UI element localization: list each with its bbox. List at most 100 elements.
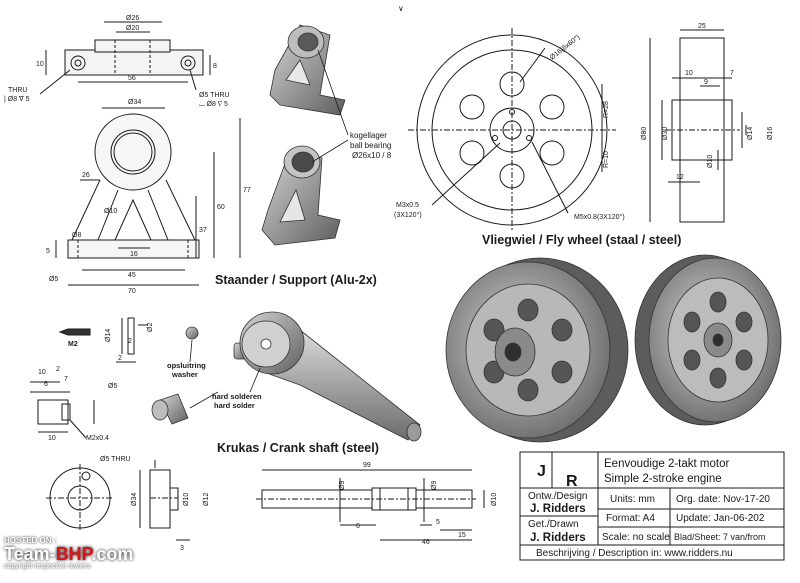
dim-fw-m3: M3x0.5 — [396, 202, 419, 209]
dim-d34: Ø34 — [128, 99, 141, 106]
dim-h77: 77 — [243, 187, 251, 194]
dim-crank-h2b: 2 — [118, 355, 122, 362]
flywheel-render-left — [445, 257, 629, 443]
dim-crank-h10: 10 — [38, 369, 46, 376]
dim-h5: 5 — [46, 248, 50, 255]
dim-fw-w10: 10 — [685, 70, 693, 77]
org-date: Org. date: Nov-17-20 — [676, 494, 770, 505]
dim-h8: 8 — [213, 63, 217, 70]
watermark-brand-b: BHP — [55, 544, 92, 564]
dim-crank-m2x04: M2x0.4 — [86, 435, 109, 442]
dim-fw-w7: 7 — [730, 70, 734, 77]
dim-fw-m3b: (3X120°) — [394, 211, 422, 219]
washer-label-nl: opsluitring — [167, 361, 206, 370]
dim-fw-w9: 9 — [704, 79, 708, 86]
support-top-view — [39, 21, 211, 95]
dim-shaft-d9: Ø9 — [339, 481, 346, 490]
dim-fw-r28: R=28 — [603, 101, 610, 118]
crankshaft-title: Krukas / Crank shaft (steel) — [217, 441, 379, 455]
support-render-top — [269, 24, 346, 116]
dim-shaft-w5: 5 — [436, 519, 440, 526]
support-front-view — [55, 107, 241, 286]
dim-fw-r10: R=10 — [603, 151, 610, 168]
crank-leaders — [189, 339, 261, 409]
dim-crank-2: 2 — [56, 366, 60, 373]
watermark-copyright: copyright respective owners — [4, 563, 91, 570]
sheet-top-mark: ∨ — [398, 4, 404, 13]
dim-thru-b: | Ø8 ∇ 5 — [4, 95, 30, 103]
bearing-leader-lines — [311, 49, 349, 163]
flywheel-side-view — [649, 29, 747, 223]
sheet-number: Blad/Sheet: 7 van/from — [674, 532, 766, 542]
support-render-bottom — [261, 145, 341, 246]
bearing-size: Ø26x10 / 8 — [352, 151, 392, 160]
crankshaft-render — [151, 311, 422, 442]
dim-web-h3: 3 — [180, 545, 184, 552]
dim-web-d34: Ø34 — [131, 493, 138, 506]
flywheel-front-view — [408, 28, 616, 232]
dim-web-d5thru: Ø5 THRU — [100, 456, 131, 463]
dim-crank-h7: 7 — [64, 376, 68, 383]
dim-d8: Ø8 — [72, 232, 81, 239]
dim-w70: 70 — [128, 288, 136, 295]
dim-d10: Ø10 — [104, 208, 117, 215]
dim-w45: 45 — [128, 272, 136, 279]
crank-web-drawing — [46, 460, 190, 541]
solder-label-nl: hard solderen — [212, 392, 262, 401]
solder-label-en: hard solder — [214, 401, 255, 410]
dim-crank-d5: Ø5 — [108, 383, 117, 390]
description-link: Beschrijving / Description in: www.ridde… — [536, 548, 733, 559]
dim-shaft-w6: 6 — [356, 523, 360, 530]
update-date: Update: Jan-06-202 — [676, 513, 765, 524]
dim-fw-m5: M5x0.8(3X120°) — [574, 213, 625, 221]
dim-web-d12: Ø12 — [203, 493, 210, 506]
dim-fw-w12: 12 — [676, 174, 684, 181]
watermark: HOSTED ON : Team-BHP.com copyright respe… — [4, 536, 204, 576]
dim-thru-a: THRU — [8, 87, 27, 94]
units: Units: mm — [610, 494, 655, 505]
dim-w16: 16 — [130, 251, 138, 258]
dim-h10: 10 — [36, 61, 44, 68]
crank-shaft-drawing — [256, 469, 485, 541]
flywheel-render-right — [634, 254, 782, 426]
bearing-label-nl: kogellager — [350, 131, 387, 140]
design-label: Ontw./Design — [528, 491, 587, 502]
flywheel-title: Vliegwiel / Fly wheel (staal / steel) — [482, 233, 681, 247]
drawn-label: Get./Drawn — [528, 519, 579, 530]
dim-d5: Ø5 — [49, 276, 58, 283]
washer-label-en: washer — [171, 370, 198, 379]
design-name: J. Ridders — [530, 503, 586, 515]
title-nl: Eenvoudige 2-takt motor — [604, 458, 729, 470]
scale: Scale: no scale — [602, 532, 670, 543]
dim-d5thru: Ø5 THRU — [199, 92, 230, 99]
dim-fw-d16: Ø16 — [767, 127, 774, 140]
watermark-brand: Team-BHP.com — [4, 545, 204, 563]
dim-crank-d2: Ø2 — [147, 323, 154, 332]
dim-r26: 26 — [82, 172, 90, 179]
logo-r: R — [566, 473, 578, 490]
support-title: Staander / Support (Alu-2x) — [215, 273, 377, 287]
dim-shaft-w15: 15 — [458, 532, 466, 539]
logo-j: J — [537, 463, 546, 480]
title-block — [519, 451, 785, 561]
watermark-brand-c: .com — [91, 544, 134, 564]
format: Format: A4 — [606, 513, 655, 524]
dim-fw-d80: Ø80 — [641, 127, 648, 140]
dim-h60: 60 — [217, 204, 225, 211]
dim-w56: 56 — [128, 75, 136, 82]
title-en: Simple 2-stroke engine — [604, 473, 722, 485]
watermark-brand-a: Team- — [4, 544, 56, 564]
dim-fw-d10: Ø10 — [707, 155, 714, 168]
dim-shaft-w46: 46 — [422, 539, 430, 546]
dim-crank-h2: 2 — [128, 338, 132, 345]
dim-fw-d30: Ø30 — [662, 127, 669, 140]
dim-web-d10: Ø10 — [183, 493, 190, 506]
crank-small-parts — [30, 317, 148, 439]
dim-shaft-d9b: Ø9 — [431, 481, 438, 490]
dim-m2: M2 — [68, 341, 78, 348]
dim-shaft-w99: 99 — [363, 462, 371, 469]
dim-h37: 37 — [199, 227, 207, 234]
dim-d20: Ø20 — [126, 25, 139, 32]
